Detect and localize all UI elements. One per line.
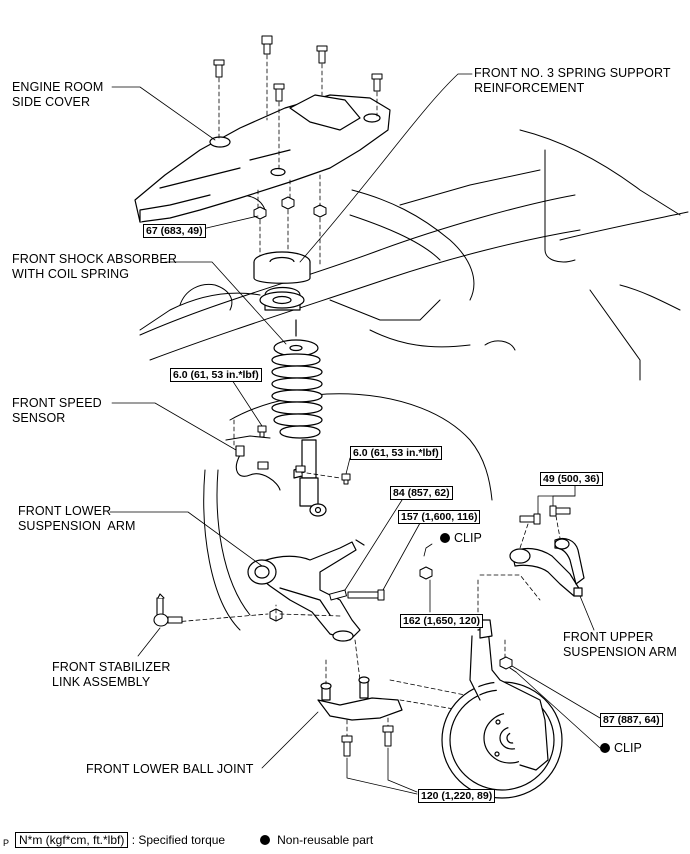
nut-guidelines <box>257 174 321 271</box>
legend-torque-box: N*m (kgf*cm, ft.*lbf) <box>15 832 129 848</box>
torque-speed-sensor-bolt: 6.0 (61, 53 in.*lbf) <box>170 368 262 382</box>
label-spring-support-reinforcement: FRONT NO. 3 SPRING SUPPORT REINFORCEMENT <box>474 66 671 96</box>
label-shock-absorber: FRONT SHOCK ABSORBER WITH COIL SPRING <box>12 252 177 282</box>
legend: N*m (kgf*cm, ft.*lbf) : Specified torque… <box>15 832 373 848</box>
label-line: FRONT LOWER BALL JOINT <box>86 762 254 776</box>
label-line: SENSOR <box>12 411 66 425</box>
label-line: FRONT NO. 3 SPRING SUPPORT <box>474 66 671 80</box>
label-lower-suspension-arm: FRONT LOWER SUSPENSION ARM <box>18 504 136 534</box>
spring-support-reinforcement <box>253 251 311 311</box>
label-line: ENGINE ROOM <box>12 80 104 94</box>
clip-label: CLIP <box>454 531 482 545</box>
cover-torque-leader <box>197 215 259 231</box>
upper-arm-bolts <box>519 505 571 525</box>
reinforcement-leader <box>299 73 473 263</box>
label-lower-ball-joint: FRONT LOWER BALL JOINT <box>86 762 254 777</box>
ball-joint-leaders <box>261 711 418 795</box>
torque-upper-arm-bolts: 49 (500, 36) <box>540 472 603 486</box>
upper-arm-leaders <box>537 485 595 631</box>
upper-nut-leaders <box>511 665 601 749</box>
upper-arm-guidelines <box>519 515 561 549</box>
speed-sensor-leaders <box>111 379 351 475</box>
torque-upper-ball-joint-nut: 87 (887, 64) <box>600 713 663 727</box>
label-stabilizer-link: FRONT STABILIZER LINK ASSEMBLY <box>52 660 171 690</box>
engine-room-side-cover <box>134 94 391 223</box>
speed-sensor <box>225 435 306 491</box>
label-line: WITH COIL SPRING <box>12 267 130 281</box>
torque-lower-arm-bolt-b: 157 (1,600, 116) <box>398 510 481 524</box>
label-line: FRONT SPEED <box>12 396 102 410</box>
upper-suspension-arm <box>509 537 585 597</box>
stabilizer-link <box>153 593 183 627</box>
lower-arm-leaders <box>109 499 433 613</box>
cover-bolts <box>213 35 383 102</box>
legend-dot-icon <box>259 835 270 845</box>
lower-suspension-arm <box>247 539 365 642</box>
cover-leader <box>111 86 216 141</box>
label-line: FRONT UPPER <box>563 630 654 644</box>
clip-lower: CLIP <box>600 741 642 756</box>
shock-absorber-with-coil-spring <box>271 319 327 517</box>
shock-leader <box>164 261 287 345</box>
legend-torque-text: : Specified torque <box>131 833 226 847</box>
ball-joint-bolts <box>341 725 394 757</box>
stabilizer-leader <box>137 627 161 657</box>
lower-arm-guidelines <box>174 604 341 623</box>
corner-mark: P <box>3 838 10 848</box>
non-reusable-dot-icon <box>440 533 450 543</box>
label-line: LINK ASSEMBLY <box>52 675 151 689</box>
torque-lower-arm-nut: 162 (1,650, 120) <box>400 614 484 628</box>
label-upper-suspension-arm: FRONT UPPER SUSPENSION ARM <box>563 630 677 660</box>
torque-cover-nuts: 67 (683, 49) <box>143 224 206 238</box>
label-line: SIDE COVER <box>12 95 91 109</box>
torque-speed-sensor-bracket-bolt: 6.0 (61, 53 in.*lbf) <box>350 446 442 460</box>
label-engine-room-side-cover: ENGINE ROOM SIDE COVER <box>12 80 103 110</box>
label-line: FRONT SHOCK ABSORBER <box>12 252 177 266</box>
label-line: SUSPENSION ARM <box>18 519 136 533</box>
label-speed-sensor: FRONT SPEED SENSOR <box>12 396 102 426</box>
speed-sensor-guidelines <box>233 419 341 479</box>
clip-label: CLIP <box>614 741 642 755</box>
lower-arm-bolts <box>269 566 433 622</box>
legend-nonreusable-text: Non-reusable part <box>277 833 374 847</box>
label-line: FRONT STABILIZER <box>52 660 171 674</box>
steering-knuckle-and-disc <box>441 619 563 799</box>
label-line: FRONT LOWER <box>18 504 112 518</box>
torque-ball-joint-bolts: 120 (1,220, 89) <box>418 789 496 803</box>
non-reusable-dot-icon <box>600 743 610 753</box>
label-line: SUSPENSION ARM <box>563 645 677 659</box>
label-line: REINFORCEMENT <box>474 81 585 95</box>
torque-lower-arm-bolt-a: 84 (857, 62) <box>390 486 453 500</box>
lower-ball-joint <box>317 676 403 721</box>
cover-bolt-guidelines <box>218 54 378 171</box>
knuckle-guidelines <box>477 574 541 661</box>
upper-ball-joint-nut <box>499 656 517 673</box>
clip-upper: CLIP <box>440 531 482 546</box>
cover-nuts <box>253 196 327 220</box>
